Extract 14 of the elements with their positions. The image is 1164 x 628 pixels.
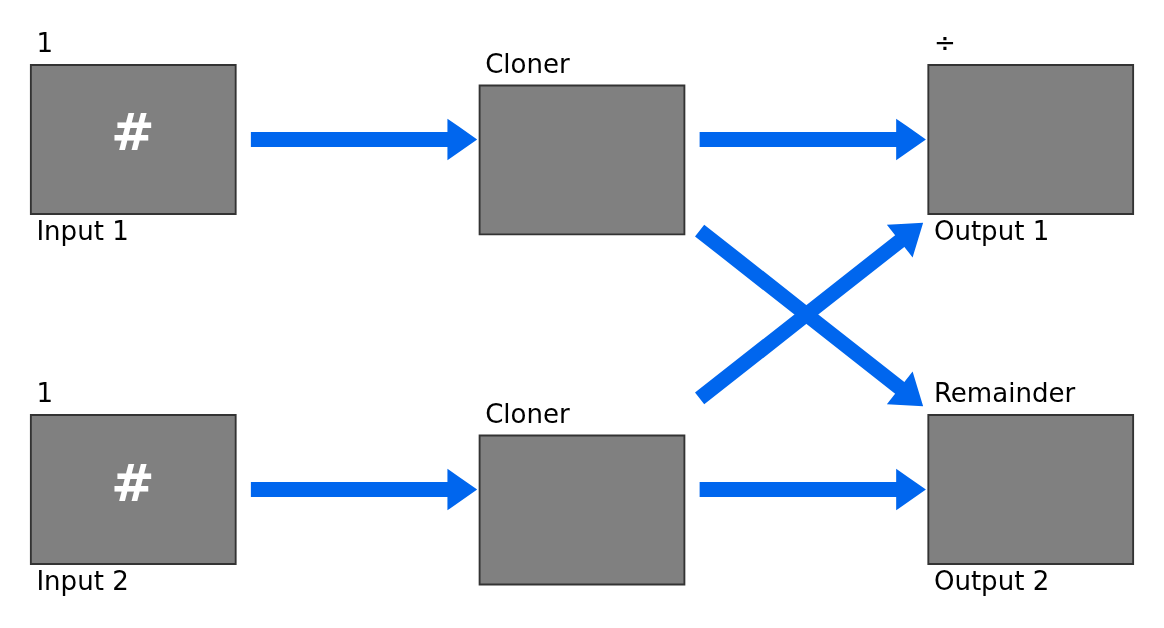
node-label: 1 xyxy=(36,27,54,58)
node-label: Input 2 xyxy=(36,565,129,596)
node-label: Output 1 xyxy=(933,215,1050,246)
node-label: Cloner xyxy=(485,398,570,429)
arrow xyxy=(250,468,478,510)
arrow xyxy=(250,118,478,160)
arrow xyxy=(699,118,926,160)
node-label: Output 2 xyxy=(933,565,1050,596)
node-label: 1 xyxy=(36,377,54,408)
node-label: ÷ xyxy=(933,27,956,58)
node-label: Remainder xyxy=(933,377,1076,408)
arrow xyxy=(699,468,926,510)
node-label: Cloner xyxy=(485,48,570,79)
node-label: Input 1 xyxy=(36,215,129,246)
